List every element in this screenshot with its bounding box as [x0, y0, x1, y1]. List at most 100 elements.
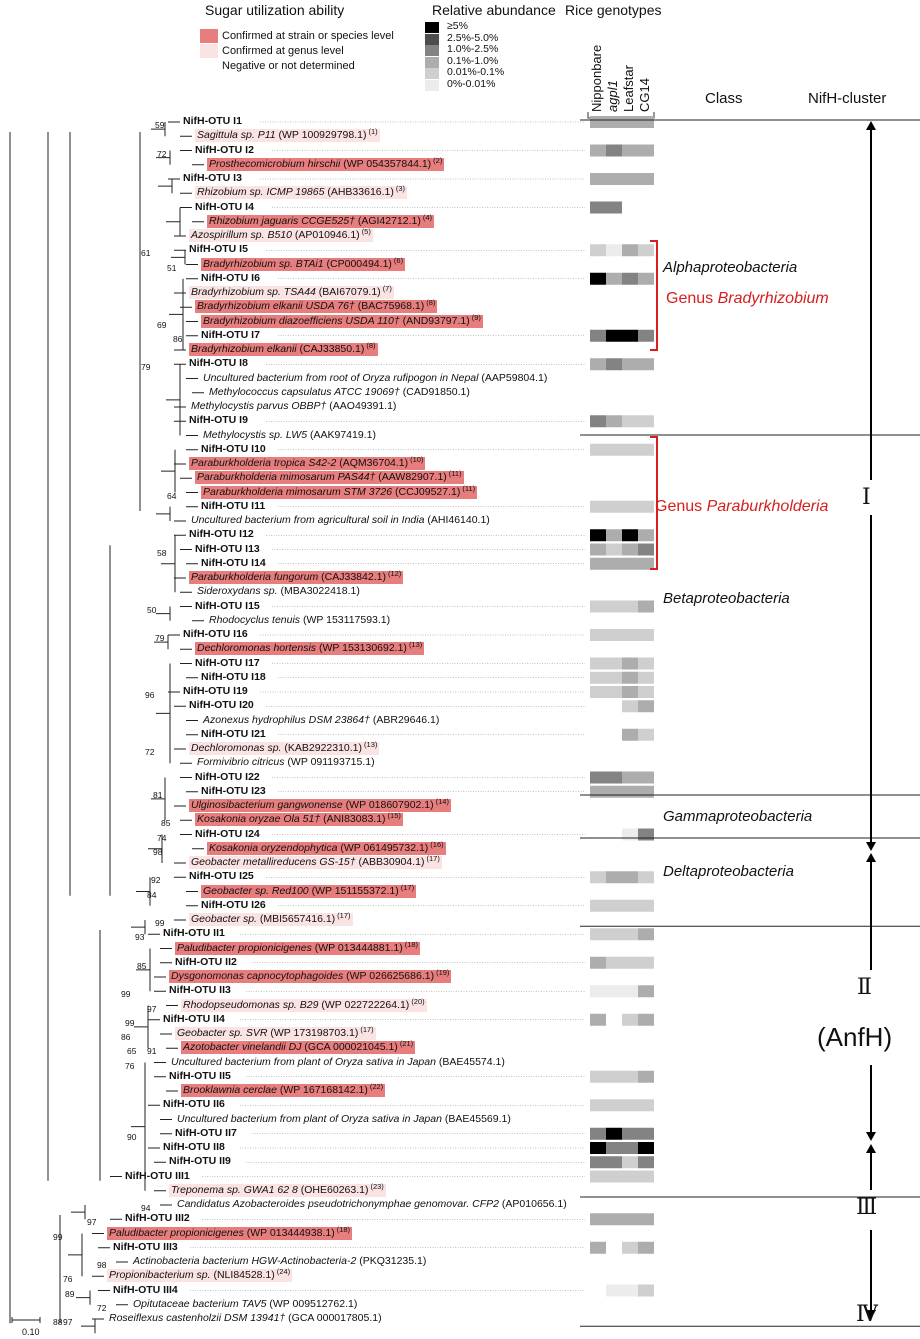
species-label: Paraburkholderia fungorum (CAJ33842.1)(1…	[189, 569, 404, 584]
accession-number: (WP 022722264.1)	[318, 998, 410, 1011]
bootstrap-value: 64	[167, 490, 177, 501]
otu-label: NifH-OTU III1	[125, 1169, 190, 1182]
abundance-cell	[622, 1241, 638, 1254]
otu-label: NifH-OTU I22	[195, 770, 260, 783]
abundance-cell	[606, 956, 622, 969]
abundance-cell	[638, 600, 654, 613]
abundance-cell	[622, 329, 638, 342]
legend-swatch	[200, 59, 218, 73]
abundance-cell	[638, 529, 654, 542]
otu-label: NifH-OTU I4	[195, 200, 254, 213]
species-name: Formivibrio citricus	[197, 756, 285, 769]
abundance-cell	[606, 928, 622, 941]
species-name: Brooklawnia cerclae	[183, 1084, 277, 1096]
species-label: Propionibacterium sp. (NLI84528.1)(24)	[107, 1267, 293, 1283]
otu-label: NifH-OTU I14	[201, 556, 266, 569]
abundance-cell	[606, 657, 622, 670]
abundance-cell	[622, 899, 638, 912]
accession-number: (ANI83083.1)	[320, 813, 386, 826]
species-label: Formivibrio citricus (WP 091193715.1)	[195, 756, 377, 769]
accession-number: (WP 100929798.1)	[275, 129, 367, 142]
abundance-cell	[606, 985, 622, 998]
abundance-cell	[590, 1099, 606, 1112]
accession-number: (KAB2922310.1)	[281, 742, 363, 754]
abundance-cell	[606, 1170, 622, 1183]
species-label: Dechloromonas hortensis (WP 153130692.1)…	[195, 640, 425, 656]
genotype-title: Rice genotypes	[565, 2, 662, 18]
abundance-cell	[606, 1127, 622, 1140]
cluster-label-4: Ⅳ	[856, 1302, 878, 1327]
anfh-label: (AnfH)	[817, 1022, 893, 1052]
genus-name: Bradyrhizobium	[717, 290, 829, 307]
abundance-cell	[638, 985, 654, 998]
otu-label: NifH-OTU I26	[201, 898, 266, 911]
otu-label: NifH-OTU II4	[163, 1012, 225, 1025]
species-label: Opitutaceae bacterium TAV5 (WP 009512762…	[131, 1298, 359, 1311]
abundance-cell	[638, 244, 654, 257]
accession-number: (CCJ09527.1)	[392, 485, 461, 498]
reference-number: (20)	[411, 996, 425, 1006]
otu-label: NifH-OTU I11	[201, 499, 266, 512]
legend-label: 2.5%-5.0%	[447, 31, 499, 44]
species-name: Paludibacter propionicigenes	[109, 1226, 244, 1239]
species-name: Bradyrhizobium elkanii USDA 76†	[197, 300, 355, 313]
abundance-cell	[622, 956, 638, 969]
species-label: Rhizobium jaguaris CCGE525† (AGI42712.1)…	[207, 213, 435, 228]
reference-number: (17)	[337, 911, 351, 920]
abundance-cell	[638, 1099, 654, 1112]
abundance-cell	[638, 358, 654, 371]
sugar-legend-title: Sugar utilization ability	[205, 2, 345, 18]
legend-label: 0.01%-0.1%	[447, 66, 505, 78]
otu-label: NifH-OTU II3	[169, 984, 231, 997]
species-label: Kosakonia oryzendophytica (WP 061495732.…	[207, 840, 446, 855]
abundance-cell	[590, 1213, 606, 1226]
accession-number: (AHI46140.1)	[424, 514, 490, 526]
abundance-cell	[622, 543, 638, 556]
species-name: Rhodocyclus tenuis	[209, 613, 301, 626]
accession-number: (WP 167168142.1)	[276, 1084, 368, 1096]
reference-number: (12)	[387, 569, 402, 578]
abundance-cell	[638, 1142, 654, 1154]
species-label: Uncultured bacterium from plant of Oryza…	[169, 1056, 507, 1069]
species-label: Kosakonia oryzae Ola 51† (ANI83083.1)(15…	[195, 811, 403, 827]
accession-number: (WP 013444938.1)	[243, 1226, 335, 1239]
abundance-cell	[590, 415, 606, 428]
accession-number: (ABB30904.1)	[355, 856, 425, 868]
species-label: Paraburkholderia mimosarum STM 3726 (CCJ…	[201, 484, 478, 499]
otu-label: NifH-OTU II7	[175, 1126, 237, 1139]
species-name: Candidatus Azobacteroides pseudotrichony…	[177, 1198, 499, 1210]
otu-label: NifH-OTU I6	[201, 271, 260, 284]
species-name: Methylococcus capsulatus ATCC 19069†	[209, 385, 400, 398]
otu-label: NifH-OTU II2	[175, 955, 237, 968]
species-label: Geobacter sp. (MBI5657416.1)(17)	[189, 911, 353, 926]
abundance-cell	[638, 543, 654, 556]
legend-swatch	[425, 79, 439, 91]
otu-label: NifH-OTU II9	[169, 1155, 231, 1168]
species-name: Sagittula sp. P11	[197, 129, 276, 142]
species-name: Azospirillum sp. B510	[191, 229, 292, 241]
species-label: Geobacter metallireducens GS-15† (ABB309…	[189, 854, 442, 869]
bootstrap-value: 93	[135, 932, 145, 943]
abundance-cell	[622, 500, 638, 513]
otu-label: NifH-OTU III3	[113, 1240, 178, 1253]
species-label: Methylocystis sp. LW5 (AAK97419.1)	[201, 429, 378, 442]
bootstrap-value: 84	[147, 889, 157, 900]
accession-number: (AAP59804.1)	[478, 371, 548, 384]
bootstrap-value: 69	[157, 319, 167, 330]
reference-number: (17)	[360, 1025, 374, 1034]
abundance-cell	[606, 500, 622, 513]
species-label: Geobacter sp. SVR (WP 173198703.1)(17)	[175, 1025, 376, 1040]
abundance-cell	[638, 629, 654, 641]
accession-number: (WP 153117593.1)	[300, 613, 391, 626]
abundance-cell	[590, 956, 606, 969]
abundance-cell	[606, 1070, 622, 1083]
abundance-cell	[622, 871, 638, 884]
otu-label: NifH-OTU I1	[183, 115, 242, 127]
reference-number: (6)	[393, 255, 404, 265]
accession-number: (WP 091193715.1)	[284, 756, 375, 769]
genus-name: Paraburkholderia	[706, 498, 829, 515]
abundance-cell	[638, 415, 654, 428]
abundance-cell	[590, 600, 606, 613]
genus-bradyrhizobium-label: Genus Bradyrhizobium	[666, 290, 829, 308]
reference-number: (8)	[426, 298, 436, 308]
